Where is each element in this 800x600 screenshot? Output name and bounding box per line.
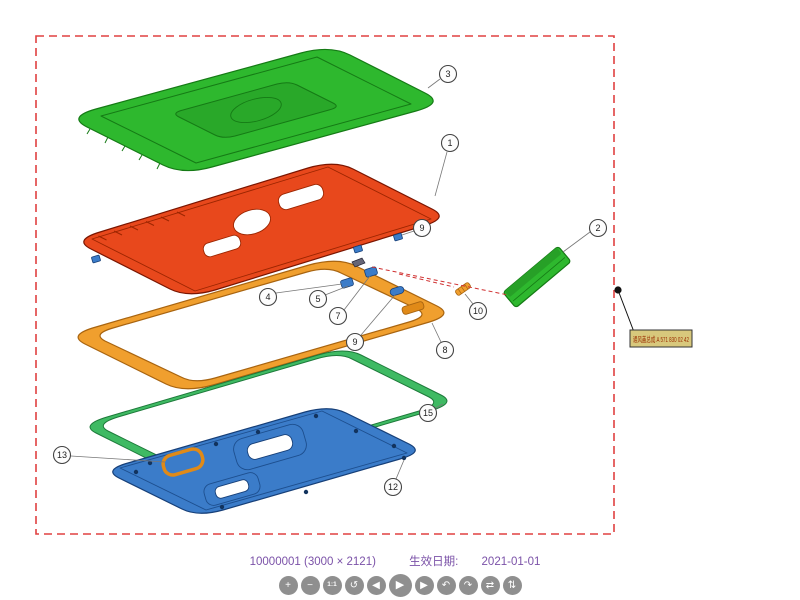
one-to-one-button[interactable]: 1:1	[322, 576, 342, 595]
rotate-left-button[interactable]: ↶	[436, 576, 456, 595]
prev-button[interactable]: ◀	[366, 576, 386, 595]
image-id-text: 10000001 (3000 × 2121)	[249, 556, 376, 568]
part-gasket-ring	[161, 447, 205, 477]
callout-balloon-13: 13	[52, 445, 72, 465]
callout-balloon-2: 2	[588, 218, 608, 238]
svg-text:13: 13	[57, 450, 67, 460]
assembly-label-callout: 通风盖总成 A 571 830 02 42	[614, 286, 693, 348]
flip-vertical-button[interactable]: ⇅	[502, 576, 522, 595]
svg-text:1: 1	[447, 138, 452, 148]
svg-text:9: 9	[419, 223, 424, 233]
svg-text:4: 4	[265, 292, 270, 302]
callout-balloon-8: 8	[435, 340, 455, 360]
next-button[interactable]: ▶	[414, 576, 434, 595]
callout-balloon-9b: 9	[345, 332, 365, 352]
callout-balloon-9a: 9	[412, 218, 432, 238]
effective-date-value: 2021-01-01	[481, 556, 541, 568]
effective-date-label: 生效日期:	[409, 556, 459, 568]
svg-text:2: 2	[595, 223, 600, 233]
part-clip-b	[364, 266, 378, 278]
viewer-toolbar: + − 1:1 ↺ ◀ ▶ ▶ ↶ ↷ ⇄ ⇅	[0, 574, 800, 597]
part-fasteners	[340, 257, 471, 296]
svg-text:15: 15	[423, 408, 433, 418]
part-label-text: 通风盖总成 A 571 830 02 42	[633, 334, 689, 344]
frame-handle	[401, 301, 425, 315]
rotate-right-button[interactable]: ↷	[458, 576, 478, 595]
zoom-in-button[interactable]: +	[278, 576, 298, 595]
svg-text:10: 10	[473, 306, 483, 316]
part-hinge-bracket	[503, 246, 571, 308]
part-roller	[389, 286, 405, 296]
callout-balloon-3: 3	[438, 64, 458, 84]
base-panel-screws	[133, 413, 407, 510]
effective-date-text: 生效日期: 2021-01-01	[389, 556, 560, 568]
svg-text:3: 3	[445, 69, 450, 79]
svg-text:12: 12	[388, 482, 398, 492]
part-top-cover	[78, 48, 434, 172]
leader-lines	[70, 78, 591, 480]
callout-balloon-10: 10	[468, 301, 488, 321]
flip-horizontal-button[interactable]: ⇄	[480, 576, 500, 595]
play-button[interactable]: ▶	[388, 574, 412, 597]
callout-balloon-7: 7	[328, 306, 348, 326]
svg-text:9: 9	[352, 337, 357, 347]
callout-balloon-5: 5	[308, 289, 328, 309]
footer-info: 10000001 (3000 × 2121) 生效日期: 2021-01-01	[0, 553, 800, 569]
part-vent-panel	[83, 163, 440, 295]
part-label-box	[629, 329, 693, 348]
callout-balloon-4: 4	[258, 287, 278, 307]
part-outer-frame	[77, 260, 445, 390]
callout-balloon-12: 12	[383, 477, 403, 497]
part-base-panel	[112, 408, 416, 514]
drawing-border	[35, 35, 615, 535]
reset-button[interactable]: ↺	[344, 576, 364, 595]
svg-text:8: 8	[442, 345, 447, 355]
callout-balloon-1: 1	[440, 133, 460, 153]
part-clip-a	[340, 277, 354, 289]
svg-text:5: 5	[315, 294, 320, 304]
assembly-dash-leaders	[371, 266, 509, 296]
zoom-out-button[interactable]: −	[300, 576, 320, 595]
part-spring	[455, 282, 471, 296]
callout-balloon-15: 15	[418, 403, 438, 423]
part-clip-gray	[351, 257, 366, 268]
svg-text:7: 7	[335, 311, 340, 321]
